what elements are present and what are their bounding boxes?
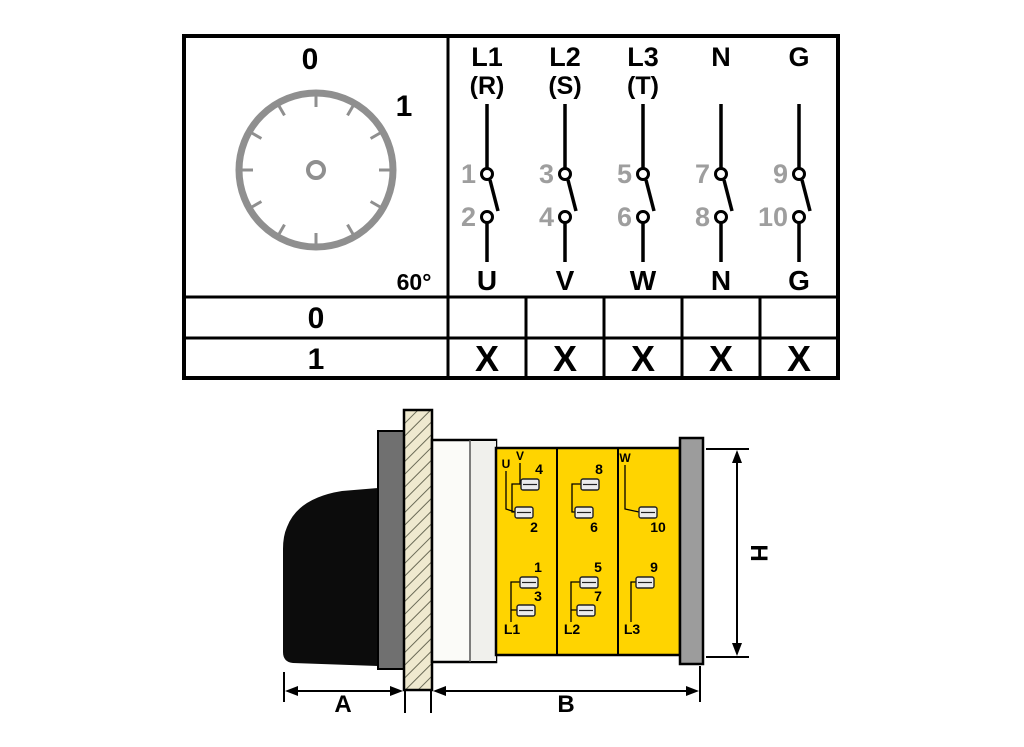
cam-terminal-body: 4 8 2 6 10 1 5 9 3 7 U V W L1 L2 L3 — [494, 446, 682, 657]
terminal-number-9: 9 — [650, 559, 658, 575]
column-input-label: G — [788, 42, 809, 72]
pos1-cell-mark: X — [787, 338, 811, 379]
upper-terminal-number: 7 — [695, 159, 710, 189]
dimension-b: B — [430, 666, 701, 718]
terminal-number-4: 4 — [535, 461, 543, 477]
switch-column-l2: L2 (S) 3 4 V X — [539, 42, 582, 379]
dimension-a: A — [283, 672, 406, 718]
screw-terminal-4 — [520, 478, 540, 491]
column-input-label: L1 — [471, 42, 503, 72]
terminal-number-10: 10 — [650, 519, 666, 535]
screw-terminal-3 — [516, 604, 536, 617]
rotary-position-dial: 0 1 60° — [235, 43, 432, 295]
pos1-cell-mark: X — [631, 338, 655, 379]
upper-contact-point — [636, 167, 650, 181]
pos1-cell-mark: X — [553, 338, 577, 379]
upper-terminal-number: 5 — [617, 159, 632, 189]
terminal-number-1: 1 — [534, 559, 542, 575]
switch-blade — [722, 179, 734, 212]
screw-terminal-6 — [574, 506, 594, 519]
dimension-h: H — [706, 448, 772, 658]
table-grid — [182, 34, 840, 380]
switch-column-g: G 9 10 G X — [758, 42, 812, 379]
lower-terminal-number: 4 — [539, 202, 554, 232]
terminal-number-8: 8 — [595, 461, 603, 477]
screw-terminal-1 — [519, 576, 539, 589]
dim-h-label: H — [745, 544, 772, 561]
screw-terminal-9 — [635, 576, 655, 589]
mounting-panel — [402, 408, 434, 692]
upper-contact-point — [792, 167, 806, 181]
terminal-number-3: 3 — [534, 588, 542, 604]
upper-contact-point — [480, 167, 494, 181]
dial-angle-step: 60° — [397, 269, 432, 295]
lower-contact-point — [714, 210, 728, 224]
dimension-drawing: 4 8 2 6 10 1 5 9 3 7 U V W L1 L2 L3 — [283, 408, 772, 718]
terminal-number-7: 7 — [594, 588, 602, 604]
lower-terminal-number: 6 — [617, 202, 632, 232]
dim-b-label: B — [557, 691, 574, 718]
upper-terminal-number: 9 — [773, 159, 788, 189]
column-phase-label: (T) — [627, 72, 659, 100]
column-output-label: N — [711, 265, 731, 296]
column-output-label: U — [477, 265, 497, 296]
terminal-number-5: 5 — [594, 559, 602, 575]
column-phase-label: (R) — [470, 72, 505, 100]
terminal-letter-l1: L1 — [504, 621, 521, 637]
pos1-cell-mark: X — [709, 338, 733, 379]
column-input-label: L2 — [549, 42, 581, 72]
screw-terminal-7 — [576, 604, 596, 617]
lower-terminal-number: 10 — [758, 202, 788, 232]
rear-end-cap — [678, 436, 705, 666]
screw-terminal-2 — [514, 506, 534, 519]
upper-contact-point — [558, 167, 572, 181]
pos1-cell-mark: X — [475, 338, 499, 379]
lower-contact-point — [636, 210, 650, 224]
front-plate — [377, 430, 405, 670]
lower-contact-point — [792, 210, 806, 224]
terminal-number-2: 2 — [530, 519, 538, 535]
column-phase-label: (S) — [548, 72, 581, 100]
terminal-letter-l3: L3 — [624, 621, 641, 637]
upper-terminal-number: 1 — [461, 159, 476, 189]
lower-terminal-number: 8 — [695, 202, 710, 232]
terminal-letter-v: V — [516, 449, 524, 463]
dial-position-1: 1 — [396, 90, 413, 123]
terminal-wiring — [505, 463, 640, 622]
screw-terminal-10 — [638, 506, 658, 519]
switch-blade — [644, 179, 656, 212]
dim-a-label: A — [334, 691, 351, 718]
lower-terminal-number: 2 — [461, 202, 476, 232]
column-output-label: V — [556, 265, 575, 296]
screw-terminal-8 — [580, 478, 600, 491]
switch-blade — [800, 179, 812, 212]
terminal-letter-u: U — [502, 457, 511, 471]
column-output-label: W — [630, 265, 657, 296]
column-input-label: L3 — [627, 42, 659, 72]
lower-contact-point — [480, 210, 494, 224]
row-position-0-label: 0 — [308, 302, 325, 335]
terminal-number-6: 6 — [590, 519, 598, 535]
terminal-letter-w: W — [619, 451, 631, 465]
switch-column-l1: L1 (R) 1 2 U X — [461, 42, 504, 379]
switch-front-body — [430, 438, 498, 664]
upper-terminal-number: 3 — [539, 159, 554, 189]
dial-position-0: 0 — [302, 43, 319, 76]
switch-handle — [283, 488, 378, 666]
switch-column-l3: L3 (T) 5 6 W X — [617, 42, 659, 379]
switch-blade — [488, 179, 500, 212]
switch-blade — [566, 179, 578, 212]
lower-contact-point — [558, 210, 572, 224]
contact-table: 0 1 60° L1 (R) 1 2 U X L2 (S) — [182, 34, 840, 380]
screw-terminal-5 — [579, 576, 599, 589]
switch-column-n: N 7 8 N X — [695, 42, 734, 379]
column-input-label: N — [711, 42, 731, 72]
upper-contact-point — [714, 167, 728, 181]
dial-tick-marks — [241, 95, 391, 245]
column-output-label: G — [788, 265, 810, 296]
terminal-letter-l2: L2 — [564, 621, 581, 637]
row-position-1-label: 1 — [308, 343, 325, 376]
